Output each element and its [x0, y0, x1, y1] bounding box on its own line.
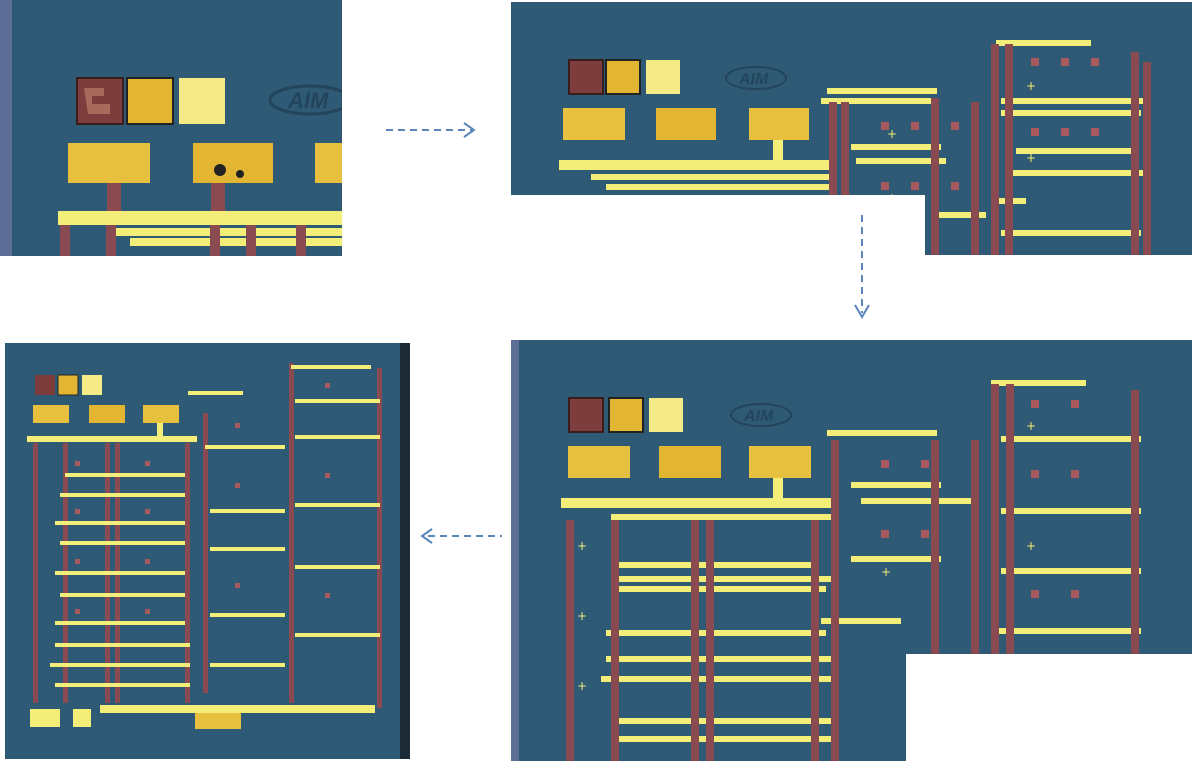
- die-image-stage-4: [5, 343, 410, 759]
- die-image-stage-2: AIM ++ ++: [511, 2, 1192, 255]
- svg-text:AIM: AIM: [743, 408, 774, 425]
- die-image-stage-3: AIM + + +: [511, 340, 1192, 761]
- svg-text:+: +: [577, 679, 587, 693]
- die-image-stage-1: AIM: [0, 0, 342, 256]
- arrow-down-icon: [854, 215, 870, 319]
- svg-text:+: +: [1026, 151, 1036, 165]
- svg-text:+: +: [577, 609, 587, 623]
- arrow-left-icon: [420, 528, 502, 544]
- svg-text:+: +: [1026, 419, 1036, 433]
- aim-logo-icon: AIM: [268, 84, 342, 116]
- svg-text:+: +: [1026, 539, 1036, 553]
- svg-text:+: +: [577, 539, 587, 553]
- svg-text:+: +: [881, 565, 891, 579]
- svg-text:+: +: [887, 127, 897, 141]
- svg-text:AIM: AIM: [287, 88, 329, 113]
- svg-text:+: +: [1026, 79, 1036, 93]
- svg-text:AIM: AIM: [738, 71, 769, 88]
- arrow-right-icon: [386, 122, 476, 138]
